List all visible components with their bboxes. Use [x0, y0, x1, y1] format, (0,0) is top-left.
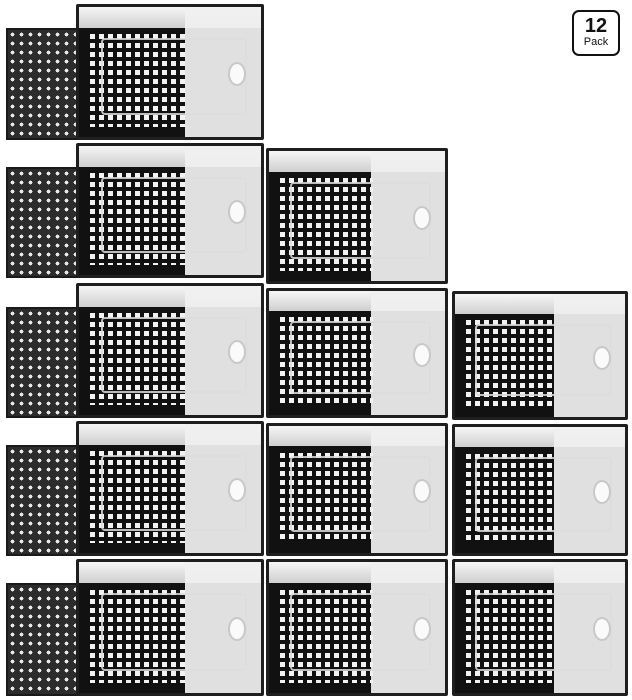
door-handle-icon — [228, 617, 247, 642]
shoe-box — [266, 559, 448, 696]
door-handle-icon — [228, 61, 247, 86]
shoe-box — [76, 283, 264, 418]
door-handle-icon — [228, 200, 247, 225]
shoe-box — [266, 423, 448, 556]
door-handle-icon — [412, 479, 431, 504]
shoe-box — [452, 559, 628, 696]
box-side-panel — [6, 445, 78, 556]
door-handle-icon — [412, 205, 431, 230]
door-handle-icon — [228, 340, 247, 365]
shoe-box — [76, 559, 264, 696]
shoe-box — [76, 4, 264, 140]
door-handle-icon — [593, 617, 612, 642]
box-side-panel — [6, 28, 78, 140]
shoe-box — [266, 148, 448, 284]
door-handle-icon — [593, 479, 612, 504]
shoe-box — [452, 424, 628, 556]
door-handle-icon — [412, 343, 431, 368]
door-handle-icon — [228, 478, 247, 503]
box-side-panel — [6, 167, 78, 278]
door-handle-icon — [593, 345, 612, 370]
box-side-panel — [6, 583, 78, 696]
shoe-box — [76, 143, 264, 278]
door-handle-icon — [412, 617, 431, 642]
pack-count-badge: 12 Pack — [572, 10, 620, 56]
shoe-box — [452, 291, 628, 420]
box-side-panel — [6, 307, 78, 418]
pack-count: 12 — [584, 15, 608, 37]
pack-label: Pack — [583, 36, 609, 48]
shoe-box — [266, 288, 448, 418]
shoe-box — [76, 421, 264, 556]
